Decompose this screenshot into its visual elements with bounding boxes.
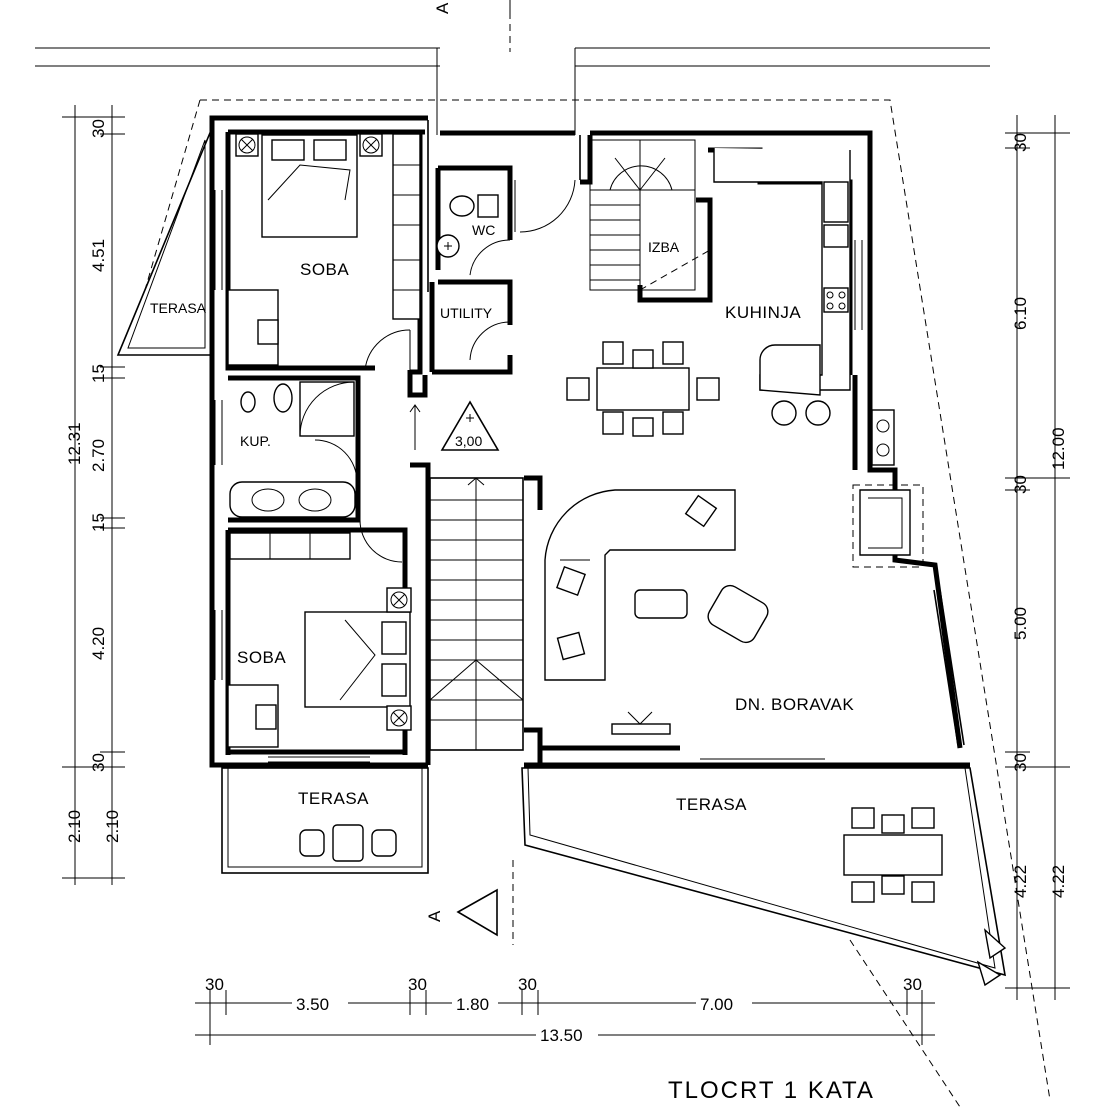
dim-bottom-1: 30	[205, 975, 224, 994]
room-label-terasa-bottom-right: TERASA	[676, 795, 747, 814]
dim-bottom-6: 7.00	[700, 995, 733, 1014]
dim-bottom-4: 1.80	[456, 995, 489, 1014]
kitchen-counter	[713, 148, 895, 466]
dim-right-outer-terrace: 4.22	[1049, 865, 1068, 898]
dim-left-inner-6: 4.20	[89, 627, 108, 660]
nightstand-lamps-top	[235, 133, 383, 157]
dim-right-inner-6: 4.22	[1011, 865, 1030, 898]
tv-unit	[611, 711, 671, 735]
section-label-bottom: A	[425, 910, 444, 922]
dim-bottom-3: 30	[408, 975, 427, 994]
doors	[314, 179, 576, 563]
room-label-soba-bottom: SOBA	[237, 648, 286, 667]
street-lines	[35, 0, 990, 135]
dim-left-inner-5: 15	[89, 513, 108, 532]
dim-right-inner-2: 6.10	[1011, 297, 1030, 330]
terrace-bottom-right	[521, 767, 1007, 987]
desk-bottom	[227, 684, 279, 748]
coffee-table	[634, 589, 688, 619]
left-terrace-outline	[116, 127, 213, 356]
upper-stair	[589, 139, 711, 291]
wardrobe-bottom	[229, 532, 351, 560]
wc-fixtures	[436, 194, 499, 258]
room-label-dnevni-boravak: DN. BORAVAK	[735, 695, 854, 714]
section-marker-bottom	[456, 860, 514, 945]
nightstand-lamps-bottom	[386, 587, 412, 731]
windows	[214, 190, 965, 765]
dim-right-inner-4: 5.00	[1011, 607, 1030, 640]
level-marker	[440, 400, 500, 451]
sofa	[544, 489, 736, 681]
armchair	[707, 584, 769, 644]
bathroom-fixtures	[229, 381, 356, 518]
desk-top	[227, 289, 279, 366]
bed-top	[261, 134, 358, 238]
main-stair	[409, 404, 524, 751]
dim-right-inner-1: 30	[1011, 133, 1030, 152]
room-label-soba-top: SOBA	[300, 260, 349, 279]
dim-left-inner-2: 4.51	[89, 239, 108, 272]
dim-right-inner-5: 30	[1011, 753, 1030, 772]
room-label-terasa-left: TERASA	[150, 300, 207, 316]
dim-left-inner-3: 15	[89, 364, 108, 383]
room-label-wc: WC	[472, 222, 495, 238]
level-mark-label: 3,00	[455, 433, 482, 449]
left-dimension-lines	[62, 105, 125, 885]
room-label-terasa-bottom-left: TERASA	[298, 789, 369, 808]
terrace-bottom-left	[221, 767, 429, 874]
dim-left-outer-terrace: 2.10	[65, 810, 84, 843]
dim-bottom-7: 30	[903, 975, 922, 994]
room-label-izba: IZBA	[648, 239, 680, 255]
terrace-dining-set	[843, 807, 943, 903]
dim-left-inner-7: 30	[89, 753, 108, 772]
wardrobe-top	[392, 133, 421, 320]
dining-table	[566, 341, 720, 437]
right-dimension-lines	[1005, 115, 1070, 1000]
dim-right-outer-total: 12.00	[1049, 427, 1068, 470]
dim-left-inner-1: 30	[89, 119, 108, 138]
roof-outline	[200, 99, 1051, 1101]
dim-bottom-5: 30	[518, 975, 537, 994]
dim-left-inner-4: 2.70	[89, 439, 108, 472]
bed-bottom	[304, 611, 411, 708]
exterior-walls	[209, 115, 970, 768]
dim-bottom-total: 13.50	[540, 1026, 583, 1045]
room-label-kuhinja: KUHINJA	[725, 303, 801, 322]
dim-left-inner-8: 2.10	[103, 810, 122, 843]
section-label-top: A	[433, 2, 452, 14]
room-label-kupaonica: KUP.	[240, 433, 271, 449]
dim-bottom-2: 3.50	[296, 995, 329, 1014]
drawing-title: TLOCRT 1 KATA	[668, 1077, 875, 1104]
dim-left-outer-total: 12.31	[65, 422, 84, 465]
fireplace	[852, 484, 924, 568]
dim-right-inner-3: 30	[1011, 475, 1030, 494]
room-label-utility: UTILITY	[440, 305, 493, 321]
